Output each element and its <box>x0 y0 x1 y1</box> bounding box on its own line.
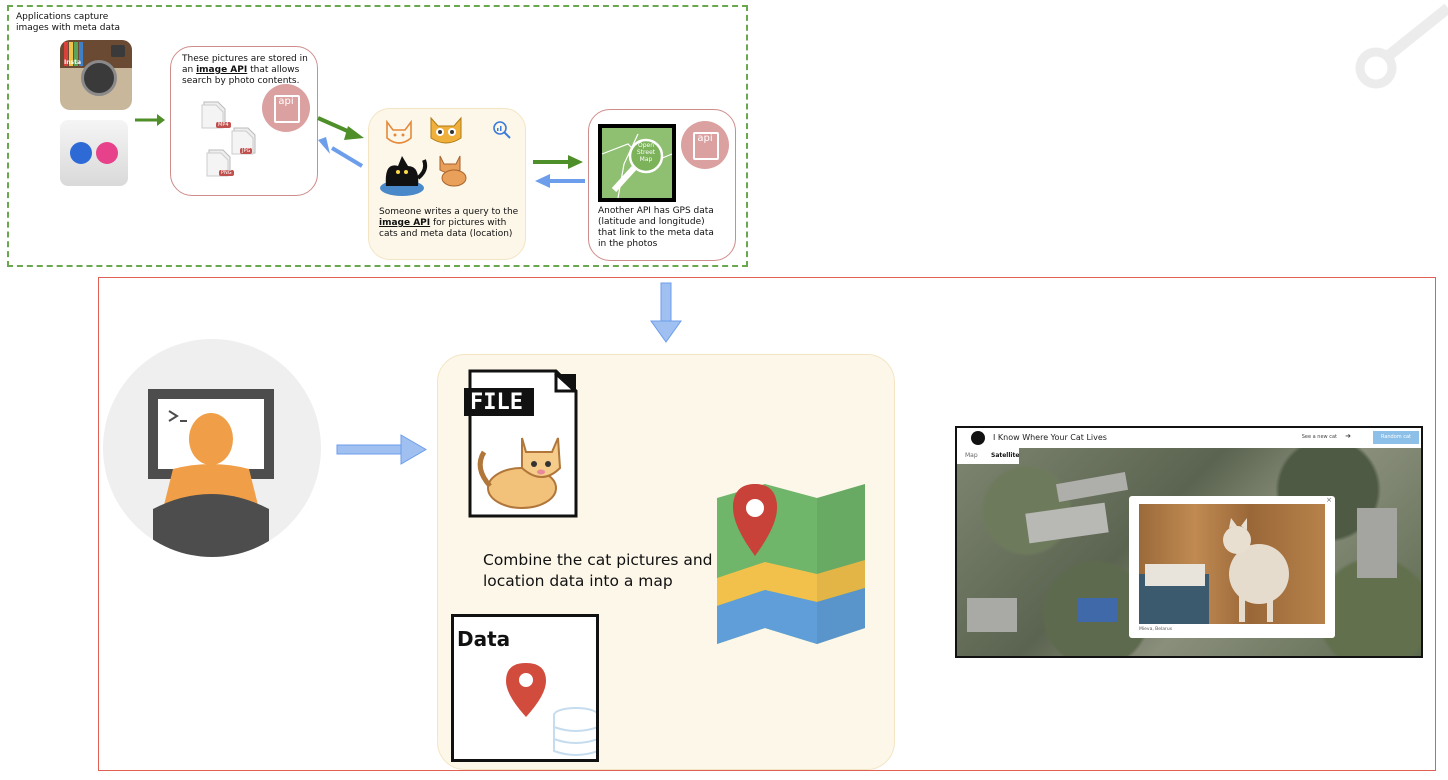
satellite-map[interactable]: Map Satellite × Mieva, Belarus <box>957 448 1421 656</box>
storage-api-link: image API <box>196 65 248 75</box>
cat-photo <box>1139 504 1325 624</box>
combine-text: Combine the cat pictures and location da… <box>483 550 723 592</box>
flickr-icon <box>60 120 128 186</box>
cat-photo-popup: × Mieva, Belarus <box>1129 496 1335 638</box>
location-database-icon <box>506 663 596 756</box>
folded-map-icon <box>717 484 865 644</box>
arrow-gps-to-query <box>535 174 585 188</box>
result-group-frame <box>98 277 1436 771</box>
instagram-label: Insta <box>64 59 81 66</box>
arrow-storage-to-query <box>317 116 364 140</box>
data-card: Data <box>451 614 599 762</box>
key-icon <box>1355 3 1448 89</box>
developer-icon <box>103 339 321 557</box>
api-badge-gps-label: api <box>697 133 713 144</box>
api-badge-label: api <box>278 96 294 107</box>
building-1 <box>1025 502 1109 544</box>
cat-face-icon <box>382 118 416 148</box>
data-label: Data <box>457 627 511 651</box>
api-badge-gps: api <box>681 121 729 169</box>
mp4-file-icon: MP4 <box>200 100 231 130</box>
top-arrows <box>135 114 585 188</box>
png-file-icon: PNG <box>205 148 235 178</box>
random-cat-button[interactable]: Random cat <box>1373 431 1419 444</box>
jpg-file-icon: JPG <box>230 126 260 156</box>
search-analytics-icon <box>492 120 512 140</box>
storage-text-pre: These pictures are stored in an <box>182 54 308 75</box>
query-description: Someone writes a query to the image API … <box>379 207 519 240</box>
cat-map-website: I Know Where Your Cat Lives See a new ca… <box>955 426 1423 658</box>
arrow-dev-to-combine <box>336 434 427 465</box>
site-title: I Know Where Your Cat Lives <box>993 433 1107 442</box>
combine-text-line-1: Combine the cat pictures and <box>483 551 713 569</box>
arrow-query-to-storage <box>318 137 364 168</box>
tab-map[interactable]: Map <box>965 452 978 459</box>
arrow-down <box>650 282 682 343</box>
apps-caption: Applications capture images with meta da… <box>16 12 121 33</box>
building-5 <box>1077 598 1117 622</box>
site-header: I Know Where Your Cat Lives See a new ca… <box>957 428 1421 448</box>
storage-text-post: that allows search by photo contents. <box>182 65 300 86</box>
tab-satellite[interactable]: Satellite <box>991 452 1020 459</box>
query-text-post: for pictures with cats and meta data (lo… <box>379 218 513 239</box>
query-text-pre: Someone writes a query to the <box>379 207 519 217</box>
query-api-link: image API <box>379 218 431 228</box>
photo-caption: Mieva, Belarus <box>1139 627 1173 632</box>
osm-label-line-3: Map <box>639 156 653 163</box>
gps-description: Another API has GPS data (latitude and l… <box>598 206 714 249</box>
see-new-cat-link[interactable]: See a new cat <box>1301 434 1337 440</box>
popup-close-icon[interactable]: × <box>1326 496 1332 504</box>
storage-description: These pictures are stored in an image AP… <box>182 54 312 87</box>
mp4-label: MP4 <box>216 122 231 128</box>
orange-cat-icon <box>432 150 472 188</box>
cat-logo-icon <box>971 431 985 445</box>
api-badge-storage: api <box>262 84 310 132</box>
map-type-tabs: Map Satellite <box>957 448 1019 464</box>
combine-text-line-2: location data into a map <box>483 572 673 590</box>
black-cat-bed-icon <box>378 152 430 198</box>
osm-label-line-1: Open <box>637 142 655 149</box>
openstreetmap-icon: Open Street Map <box>598 124 676 202</box>
instagram-icon: Insta <box>60 40 132 110</box>
osm-label-line-2: Street <box>636 149 656 156</box>
building-2 <box>1055 472 1129 502</box>
arrow-apps-to-storage <box>135 114 165 126</box>
building-3 <box>967 598 1017 632</box>
file-icon: FILE <box>462 368 580 520</box>
arrow-right-icon: ➜ <box>1345 432 1351 440</box>
yellow-cat-icon <box>428 114 464 148</box>
arrow-query-to-gps <box>533 155 583 169</box>
file-label: FILE <box>470 390 523 415</box>
png-label: PNG <box>219 170 234 176</box>
jpg-label: JPG <box>240 148 253 154</box>
apps-group-frame <box>7 5 748 267</box>
building-4 <box>1357 508 1397 578</box>
